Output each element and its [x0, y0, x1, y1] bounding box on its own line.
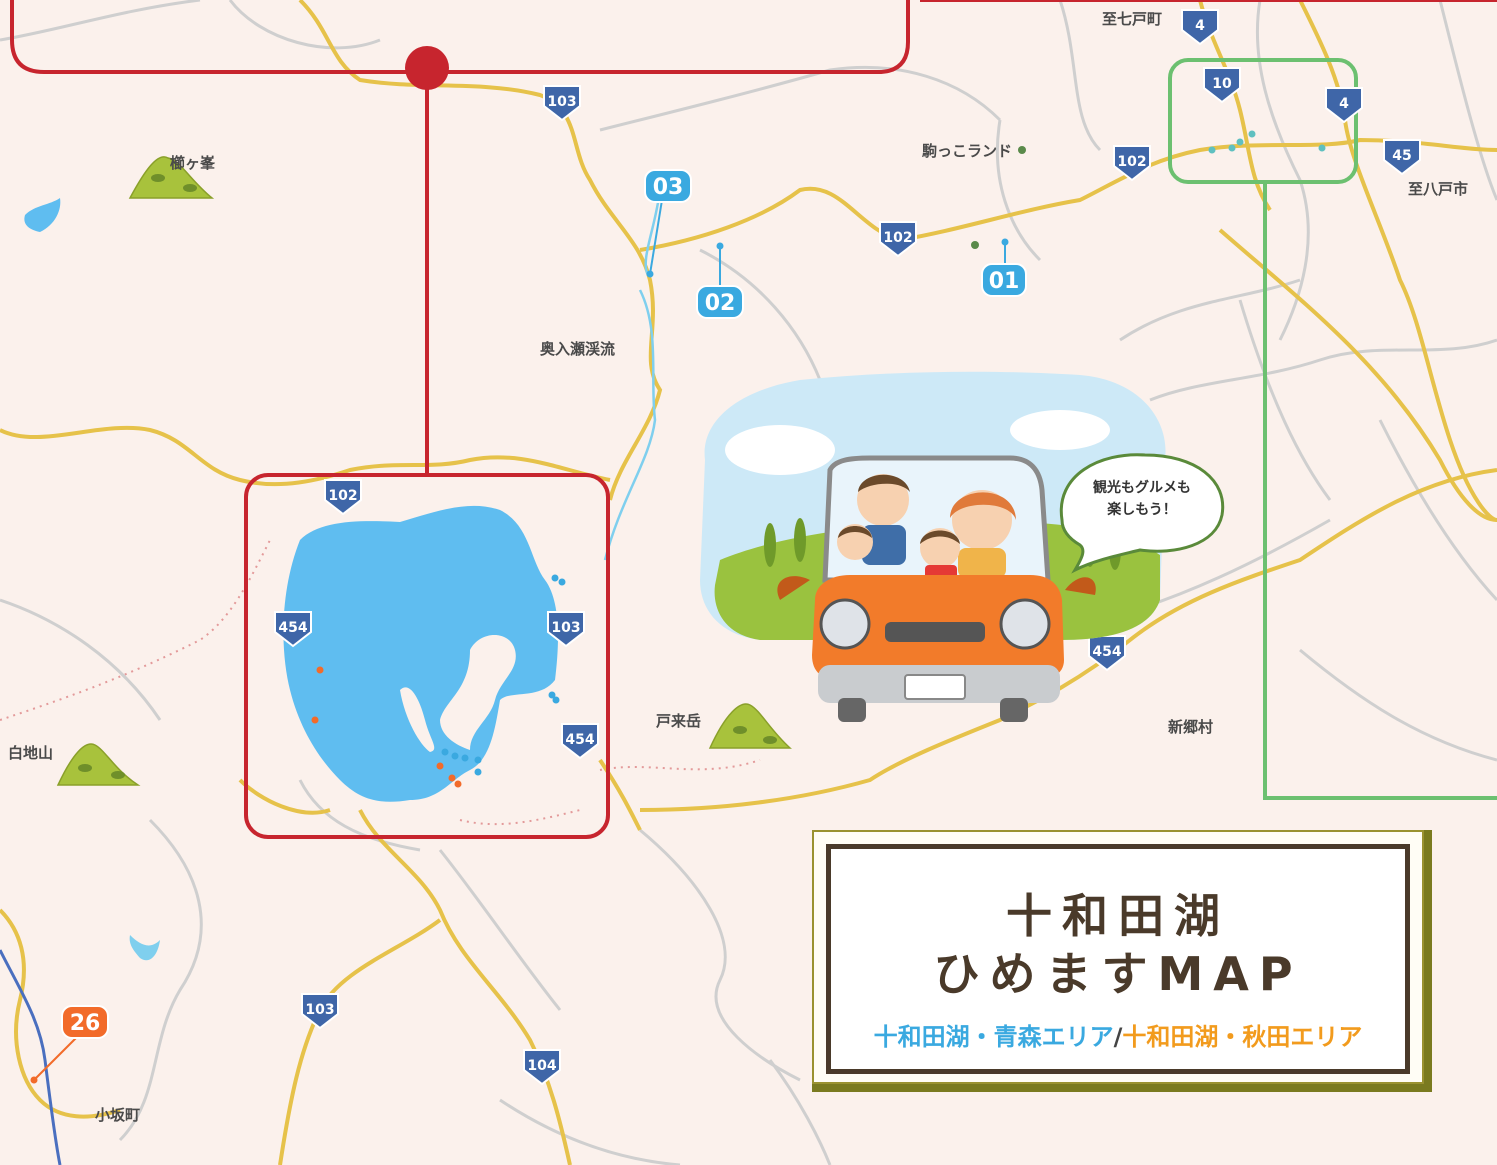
connector-dot — [405, 46, 449, 90]
route-shield: 454 — [561, 723, 599, 760]
svg-text:103: 103 — [547, 94, 576, 110]
bubble-line-2: 楽しもう！ — [1106, 501, 1177, 518]
route-shield: 4 — [1325, 87, 1363, 124]
aomori-area-frame — [10, 0, 1497, 839]
place-label: 至八戸市 — [1408, 180, 1468, 198]
pond — [24, 198, 61, 232]
route-shield: 102 — [324, 479, 362, 516]
mountain-icon — [708, 703, 792, 749]
spot-number: 01 — [989, 269, 1020, 294]
nakayama-peninsula — [440, 635, 516, 750]
svg-text:4: 4 — [1339, 96, 1349, 112]
place-label: 至七戸町 — [1102, 10, 1162, 28]
area-legend: 十和田湖・青森エリア/十和田湖・秋田エリア — [831, 1017, 1405, 1052]
spot-02[interactable]: 02 — [696, 285, 744, 319]
route-shield: 10 — [1203, 67, 1241, 104]
place-label: 駒っこランド — [922, 142, 1012, 160]
svg-text:103: 103 — [305, 1002, 334, 1018]
spot-number: 03 — [653, 175, 684, 200]
route-shield: 103 — [301, 993, 339, 1030]
route-shield: 103 — [547, 611, 585, 648]
mountain-icon — [56, 743, 141, 786]
place-label: 小坂町 — [95, 1106, 140, 1124]
route-shield: 45 — [1383, 139, 1421, 176]
place-label: 櫛ヶ峯 — [170, 154, 216, 172]
place-label: 戸来岳 — [656, 712, 701, 730]
svg-text:102: 102 — [328, 488, 357, 504]
ogura-peninsula — [400, 687, 435, 752]
mountain-icons — [56, 156, 792, 786]
bubble-line-1: 観光もグルメも — [1093, 479, 1191, 496]
svg-text:454: 454 — [565, 732, 594, 748]
svg-text:103: 103 — [551, 620, 580, 636]
svg-text:102: 102 — [883, 230, 912, 246]
place-label: 奥入瀬渓流 — [540, 340, 615, 358]
title-frame: 十和田湖 ひめますMAP 十和田湖・青森エリア/十和田湖・秋田エリア — [826, 844, 1410, 1074]
spot-leaders — [33, 199, 1006, 1081]
place-label: 白地山 — [8, 744, 53, 762]
spot-01[interactable]: 01 — [981, 263, 1027, 297]
legend-separator: / — [1113, 1023, 1123, 1051]
route-shield: 103 — [543, 85, 581, 122]
svg-text:454: 454 — [278, 620, 307, 636]
spot-26[interactable]: 26 — [61, 1005, 109, 1039]
route-shield: 104 — [523, 1049, 561, 1086]
svg-text:4: 4 — [1195, 18, 1205, 34]
place-labels: 至七戸町 至八戸市 櫛ヶ峯 駒っこランド 奥入瀬渓流 戸来岳 新郷村 白地山 小… — [8, 10, 1468, 1124]
speech-bubble: 観光もグルメも 楽しもう！ — [1059, 453, 1225, 574]
svg-text:102: 102 — [1117, 154, 1146, 170]
route-shields: 4 10 4 45 102 102 102 103 103 103 454 45… — [274, 9, 1421, 1086]
route-shield: 4 — [1181, 9, 1219, 46]
pond — [129, 935, 160, 961]
akita-area-frame — [1168, 58, 1497, 800]
svg-text:10: 10 — [1212, 76, 1232, 92]
route-shield: 454 — [274, 611, 312, 648]
title-panel-inner: 十和田湖 ひめますMAP 十和田湖・青森エリア/十和田湖・秋田エリア — [812, 830, 1424, 1084]
svg-text:104: 104 — [527, 1058, 556, 1074]
map-title-line-2: ひめますMAP — [933, 947, 1303, 1001]
route-shield: 454 — [1088, 635, 1126, 672]
spot-number: 02 — [705, 291, 736, 316]
place-label: 新郷村 — [1168, 718, 1213, 736]
svg-text:45: 45 — [1392, 148, 1411, 164]
spot-number: 26 — [70, 1011, 101, 1036]
lake-towada — [283, 505, 558, 802]
svg-text:454: 454 — [1092, 644, 1121, 660]
route-shield: 102 — [879, 221, 917, 258]
title-panel: 十和田湖 ひめますMAP 十和田湖・青森エリア/十和田湖・秋田エリア — [812, 830, 1432, 1092]
family-car-illustration — [700, 371, 1166, 722]
map-title-line-1: 十和田湖 — [1006, 889, 1230, 943]
trails — [0, 539, 761, 826]
legend-akita-area[interactable]: 十和田湖・秋田エリア — [1122, 1023, 1363, 1051]
route-shield: 102 — [1113, 145, 1151, 182]
spot-dots — [30, 130, 1326, 1084]
spot-03[interactable]: 03 — [644, 169, 692, 203]
legend-aomori-area[interactable]: 十和田湖・青森エリア — [873, 1023, 1114, 1051]
